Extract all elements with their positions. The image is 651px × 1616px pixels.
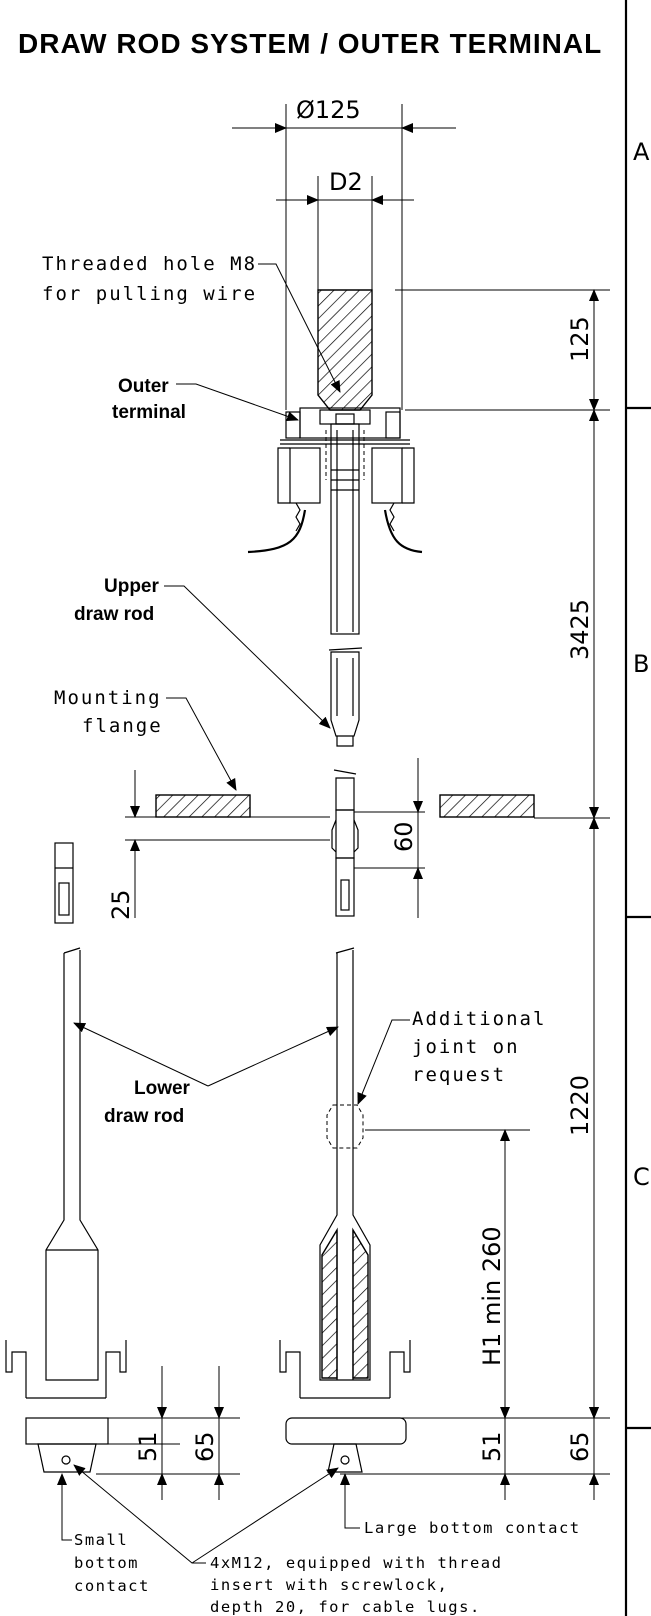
frame-border — [624, 0, 651, 1616]
dim-51-left-text: 51 — [134, 1431, 162, 1462]
label-additional-joint-line2: joint on — [412, 1036, 520, 1058]
dimension-d2: D2 — [276, 168, 414, 290]
label-threaded-hole-line1: Threaded hole M8 — [42, 253, 257, 275]
leader-m12-right — [191, 1467, 339, 1564]
zone-label-a: A — [633, 138, 650, 166]
mounting-flange-left — [155, 794, 251, 818]
label-mounting-flange-line2: flange — [82, 715, 163, 737]
dim-3425-text: 3425 — [566, 599, 594, 660]
label-small-contact-line1: Small — [74, 1531, 128, 1549]
label-m12-note-line3: depth 20, for cable lugs. — [210, 1598, 481, 1616]
left-small-part — [54, 842, 74, 924]
label-mounting-flange-line1: Mounting — [54, 687, 162, 709]
dim-65-right-text: 65 — [566, 1431, 594, 1462]
dim-h1-text: H1 min 260 — [478, 1226, 506, 1366]
leader-outer-terminal — [176, 383, 299, 422]
dim-1220-text: 1220 — [566, 1075, 594, 1136]
drawing-title: DRAW ROD SYSTEM / OUTER TERMINAL — [18, 28, 602, 59]
dimension-60: 60 — [354, 758, 425, 918]
leader-upper-draw-rod — [164, 585, 331, 729]
zone-label-b: B — [633, 650, 649, 678]
dim-60-text: 60 — [390, 821, 418, 852]
outer-terminal-drawing — [247, 289, 423, 635]
dimension-25: 25 — [107, 770, 330, 920]
leader-lower-draw-rod-left — [73, 1022, 209, 1087]
dim-d2-text: D2 — [329, 168, 363, 196]
lower-draw-rod-right-drawing — [279, 947, 411, 1473]
dim-65-left-text: 65 — [191, 1431, 219, 1462]
lower-draw-rod-left-drawing — [5, 947, 127, 1473]
label-lower-draw-rod-line2: draw rod — [104, 1106, 184, 1127]
dimension-left-51-65: 51 65 — [96, 1366, 240, 1500]
leader-mounting-flange — [166, 697, 237, 791]
leader-threaded-hole — [258, 263, 341, 393]
upper-draw-rod-drawing — [328, 647, 363, 917]
dimension-chain-right: 125 3425 1220 65 — [340, 289, 610, 1500]
label-m12-note-line2: insert with screwlock, — [210, 1576, 448, 1594]
label-additional-joint-line1: Additional — [412, 1008, 546, 1030]
leader-large-contact — [344, 1476, 360, 1529]
leader-small-contact — [61, 1476, 72, 1541]
label-small-contact-line2: bottom — [74, 1554, 139, 1572]
label-outer-terminal-line2: terminal — [112, 402, 186, 423]
label-threaded-hole-line2: for pulling wire — [42, 283, 257, 305]
label-large-contact: Large bottom contact — [364, 1519, 581, 1537]
dim-51-right-text: 51 — [478, 1431, 506, 1462]
label-m12-note-line1: 4xM12, equipped with thread — [210, 1554, 502, 1572]
dim-dia-125-text: Ø125 — [296, 96, 361, 124]
mounting-flange-right — [439, 794, 535, 818]
leader-additional-joint — [357, 1019, 410, 1105]
label-upper-draw-rod-line2: draw rod — [74, 604, 154, 625]
dim-25-text: 25 — [107, 889, 135, 920]
dimension-dia-125: Ø125 — [232, 96, 456, 410]
label-outer-terminal-line1: Outer — [118, 376, 169, 397]
label-lower-draw-rod-line1: Lower — [134, 1078, 191, 1099]
leader-lower-draw-rod-right — [207, 1026, 339, 1087]
dim-125-text: 125 — [566, 316, 594, 362]
label-upper-draw-rod-line1: Upper — [104, 576, 160, 597]
zone-label-c: C — [633, 1163, 650, 1191]
dimension-h1: H1 min 260 51 — [365, 1129, 530, 1500]
label-additional-joint-line3: request — [412, 1064, 506, 1086]
label-small-contact-line3: contact — [74, 1577, 150, 1595]
